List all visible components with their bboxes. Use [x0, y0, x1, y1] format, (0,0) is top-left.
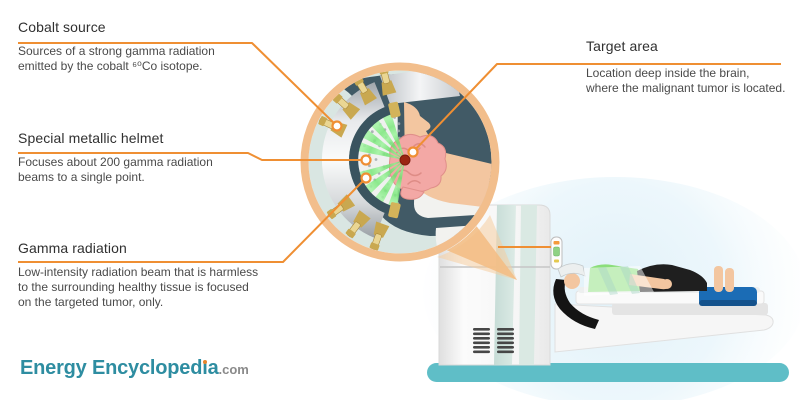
- patient-foot: [725, 268, 734, 292]
- cobalt-source-dot: [331, 120, 343, 132]
- sheet: [584, 266, 654, 296]
- callout-title: Cobalt source: [18, 19, 106, 35]
- gamma-radiation-dot: [360, 172, 372, 184]
- callout-dots: [331, 120, 419, 184]
- metallic-helmet-dot: [360, 154, 372, 166]
- patient-face: [564, 273, 580, 289]
- floor: [427, 363, 789, 382]
- tumor: [399, 154, 411, 166]
- callout-body: Low-intensity radiation beam that is har…: [18, 265, 259, 309]
- patient-foot: [714, 266, 723, 292]
- callout-target-area: Target area Location deep inside the bra…: [586, 38, 785, 96]
- brand-name: Energy Encyclopedıa: [20, 357, 219, 379]
- callout-gamma-radiation: Gamma radiation Low-intensity radiation …: [18, 240, 258, 310]
- leg-cushion: [699, 287, 757, 306]
- magnifier-cone: [437, 215, 517, 280]
- callout-body: Location deep inside the brain, where th…: [586, 66, 786, 95]
- metallic-helmet-line: [18, 152, 366, 161]
- vent-grille: [473, 328, 514, 354]
- head-frame: [553, 279, 599, 329]
- patient: [553, 263, 757, 329]
- control-panel: [550, 236, 563, 270]
- callout-title: Special metallic helmet: [18, 130, 164, 146]
- machine-stripe: [519, 205, 537, 365]
- helmet-rim: [348, 101, 401, 219]
- brand-i-orange-dot: ı: [202, 357, 208, 379]
- callout-lines: [18, 42, 781, 263]
- callout-special-metallic-helmet: Special metallic helmet Focuses about 20…: [18, 130, 213, 185]
- target-area-line: [412, 63, 781, 153]
- callout-title: Target area: [586, 38, 658, 54]
- callout-body: Sources of a strong gamma radiation emit…: [18, 44, 215, 73]
- target-area-dot: [407, 146, 419, 158]
- lens-ring: [300, 62, 500, 262]
- brand-logo: Energy Encyclopedıa.com: [20, 357, 249, 380]
- cobalt-source-line: [18, 42, 338, 127]
- callout-body: Focuses about 200 gamma radiation beams …: [18, 155, 213, 184]
- callout-title: Gamma radiation: [18, 240, 127, 256]
- gamma-radiation-line: [18, 177, 367, 263]
- callout-cobalt-source: Cobalt source Sources of a strong gamma …: [18, 19, 215, 74]
- brand-suffix: .com: [218, 362, 249, 377]
- cobalt-source-rods: [318, 70, 397, 251]
